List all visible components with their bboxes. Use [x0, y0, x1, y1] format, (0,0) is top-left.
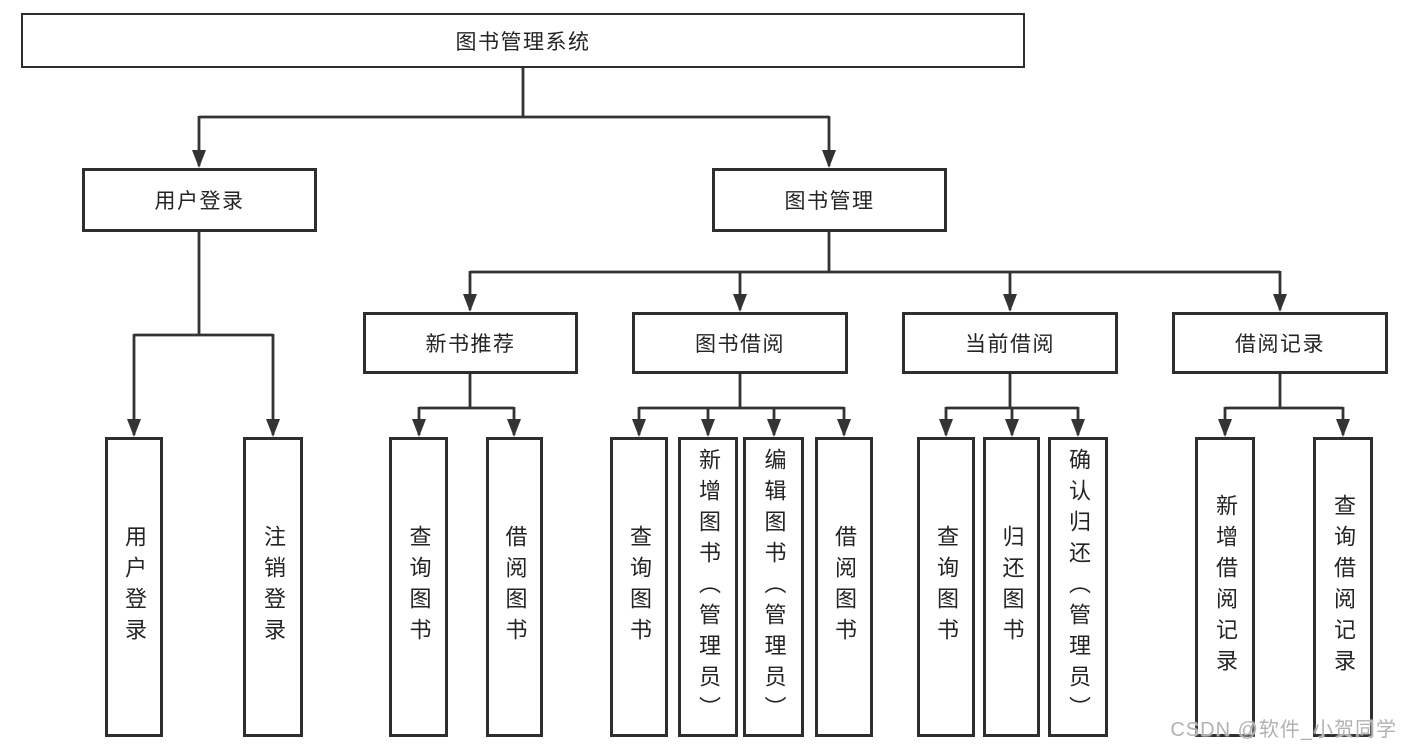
- connector-book-borrow: [639, 374, 844, 410]
- leaf-logout: 注销登录: [243, 437, 303, 737]
- leaf-query-books-3-label: 查询图书: [934, 525, 959, 649]
- leaf-query-books-2-label: 查询图书: [627, 525, 652, 649]
- node-book-management-label: 图书管理: [784, 190, 875, 213]
- node-new-book-recommend-label: 新书推荐: [425, 333, 516, 356]
- leaf-query-books-1: 查询图书: [389, 437, 448, 737]
- node-root-system-label: 图书管理系统: [455, 30, 591, 54]
- leaf-add-book-admin-label: 新增图书（管理员）: [696, 447, 721, 727]
- node-borrow-records: 借阅记录: [1172, 312, 1388, 374]
- node-new-book-recommend: 新书推荐: [363, 312, 578, 374]
- csdn-watermark: CSDN @软件_小贺同学: [1170, 719, 1397, 741]
- leaf-return-book-label: 归还图书: [999, 525, 1025, 649]
- leaf-query-books-1-label: 查询图书: [406, 525, 432, 649]
- node-current-borrow-label: 当前借阅: [965, 333, 1055, 356]
- node-root-system: 图书管理系统: [21, 13, 1025, 68]
- leaf-edit-book-admin: 编辑图书（管理员）: [743, 437, 804, 737]
- leaf-add-borrow-record: 新增借阅记录: [1195, 437, 1255, 737]
- leaf-borrow-books-1: 借阅图书: [486, 437, 543, 737]
- connector-book-management: [470, 232, 1280, 274]
- leaf-confirm-return-admin: 确认归还（管理员）: [1048, 437, 1108, 737]
- connector-new-book: [419, 374, 514, 410]
- node-book-borrow-label: 图书借阅: [695, 333, 785, 356]
- leaf-borrow-books-1-label: 借阅图书: [502, 525, 528, 649]
- node-user-login-label: 用户登录: [154, 190, 245, 213]
- leaf-borrow-books-2-label: 借阅图书: [832, 525, 857, 649]
- node-user-login: 用户登录: [82, 168, 317, 232]
- node-borrow-records-label: 借阅记录: [1235, 333, 1325, 356]
- leaf-query-books-3: 查询图书: [917, 437, 975, 737]
- leaf-borrow-books-2: 借阅图书: [815, 437, 873, 737]
- connector-user-login: [134, 232, 273, 337]
- leaf-user-login-label: 用户登录: [122, 525, 147, 649]
- leaf-logout-label: 注销登录: [261, 525, 286, 649]
- leaf-query-borrow-record-label: 查询借阅记录: [1331, 494, 1356, 680]
- leaf-query-borrow-record: 查询借阅记录: [1313, 437, 1373, 737]
- leaf-return-book: 归还图书: [983, 437, 1040, 737]
- leaf-user-login: 用户登录: [105, 437, 163, 737]
- connector-root-level2: [199, 68, 829, 119]
- node-book-management: 图书管理: [712, 168, 947, 232]
- connector-borrow-record: [1225, 374, 1343, 410]
- connector-current-borrow: [946, 374, 1078, 410]
- leaf-add-book-admin: 新增图书（管理员）: [678, 437, 738, 737]
- node-current-borrow: 当前借阅: [902, 312, 1118, 374]
- node-book-borrow: 图书借阅: [632, 312, 848, 374]
- leaf-query-books-2: 查询图书: [610, 437, 668, 737]
- leaf-confirm-return-admin-label: 确认归还（管理员）: [1066, 447, 1091, 727]
- leaf-edit-book-admin-label: 编辑图书（管理员）: [761, 447, 787, 727]
- leaf-add-borrow-record-label: 新增借阅记录: [1213, 494, 1238, 680]
